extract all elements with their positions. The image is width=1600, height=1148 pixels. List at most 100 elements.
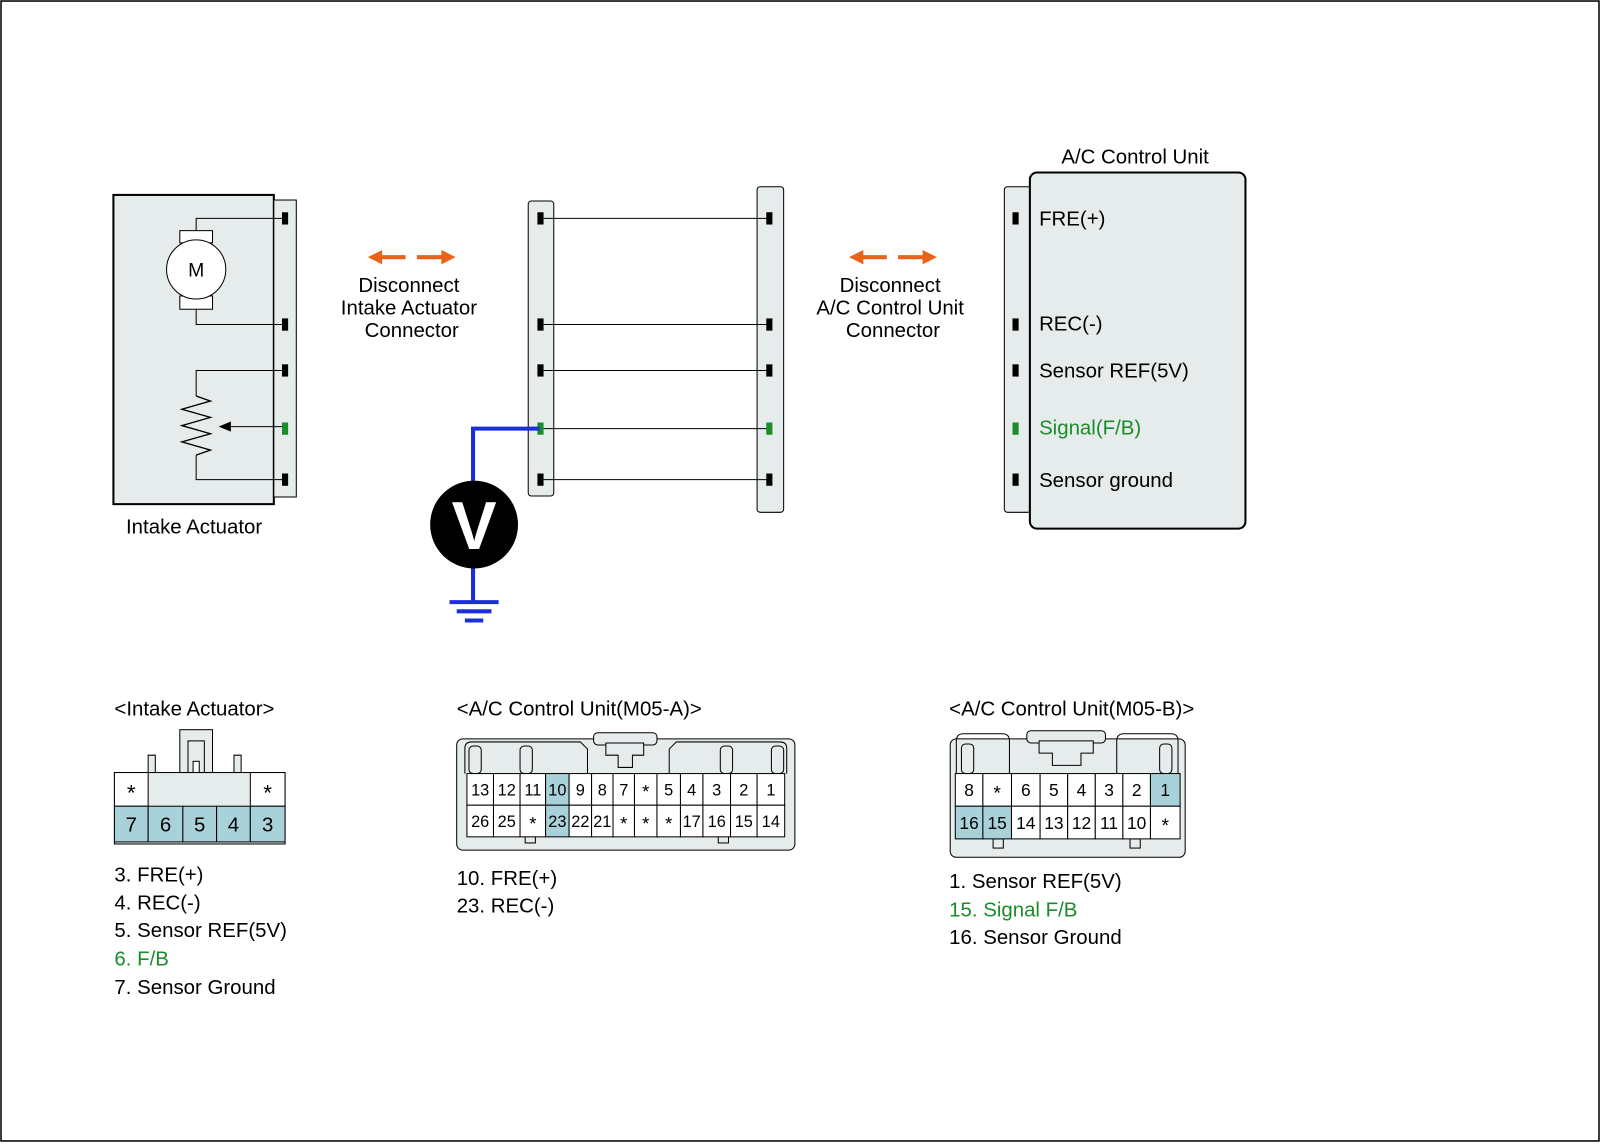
m05a-pin-label: 10 (548, 781, 566, 799)
pin-marker (1012, 318, 1019, 331)
m05b-pin-cell (982, 805, 1013, 840)
ac-control-unit-title: A/C Control Unit (1061, 146, 1209, 168)
connector-intake-title: <Intake Actuator> (114, 698, 274, 720)
intake-pin-label: 7 (126, 814, 137, 836)
wiring-harness (527, 186, 785, 513)
m05a-pin-cell (756, 773, 786, 806)
m05a-pin-label: 23 (548, 813, 566, 831)
connector-m05b-title: <A/C Control Unit(M05-B)> (949, 698, 1194, 720)
legend-m05a-1: 10. FRE(+) (457, 868, 557, 890)
m05b-pin-label: 15 (988, 813, 1007, 833)
pin-marker (281, 364, 289, 377)
m05a-pin-label: 11 (524, 781, 541, 799)
m05b-pin-cell (1149, 805, 1181, 840)
m05a-pin-label: 2 (739, 781, 748, 799)
disconnect-ac-line-1: Disconnect (840, 275, 941, 297)
intake-pin-cell (216, 805, 251, 843)
m05b-pin-cell (954, 805, 984, 840)
motor-label: M (188, 260, 204, 282)
legend-intake-2: 4. REC(-) (114, 892, 200, 914)
m05a-pin-label: 13 (471, 781, 489, 799)
signal-pin-marker (1012, 422, 1019, 435)
m05a-pin-label: 8 (598, 781, 607, 799)
legend-intake-4: 6. F/B (114, 948, 168, 970)
voltmeter-body (430, 480, 519, 569)
connector-intake-legend: 3. FRE(+) 4. REC(-) 5. Sensor REF(5V) 6.… (114, 865, 292, 999)
pin-marker (766, 364, 773, 377)
disconnect-intake-line-2: Intake Actuator (341, 297, 477, 319)
m05b-pin-cell (1010, 805, 1041, 840)
m05a-pin-cell (756, 804, 786, 838)
m05a-pin-label: 3 (712, 781, 721, 799)
legend-m05b-1: 1. Sensor REF(5V) (949, 871, 1121, 893)
m05b-pin-label: 2 (1132, 780, 1142, 800)
intake-actuator-label: Intake Actuator (126, 517, 262, 539)
legend-m05a-2: 23. REC(-) (457, 895, 555, 917)
pin-marker (766, 473, 773, 486)
ac-pin-sensor-ground: Sensor ground (1039, 470, 1173, 492)
ac-pin-signal: Signal(F/B) (1039, 418, 1141, 440)
pin-marker (281, 212, 289, 225)
intake-pin-label: 5 (194, 814, 205, 836)
m05b-pin-label: 4 (1077, 780, 1087, 800)
pin-marker (1012, 473, 1019, 486)
m05b-pin-label: 8 (964, 780, 974, 800)
m05b-pin-label: 5 (1049, 780, 1059, 800)
ac-pin-sensor-ref: Sensor REF(5V) (1039, 361, 1189, 383)
m05b-pin-label: 11 (1100, 813, 1118, 833)
intake-actuator: M Intake Actuator (112, 193, 297, 539)
pin-marker (281, 473, 289, 486)
connector-m05b-legend: 1. Sensor REF(5V) 15. Signal F/B 16. Sen… (949, 871, 1127, 949)
m05a-pin-label: 14 (762, 813, 780, 831)
m05a-pin-label: 15 (735, 813, 753, 831)
legend-m05b-2: 15. Signal F/B (949, 899, 1077, 921)
disconnect-intake-text: Disconnect Intake Actuator Connector (341, 275, 483, 342)
intake-pin-cell (249, 805, 286, 843)
m05b-pin-cell (1094, 805, 1124, 840)
ac-unit-body (1028, 171, 1247, 530)
intake-pin-cell (147, 805, 184, 843)
signal-pin-marker (537, 422, 544, 435)
m05a-pin-label: * (620, 813, 627, 834)
disconnect-ac-line-2: A/C Control Unit (816, 297, 964, 319)
signal-pin-marker (766, 422, 773, 435)
intake-pin-label: 3 (262, 814, 273, 836)
harness-left-connector (527, 200, 555, 497)
m05b-pin-label: 14 (1016, 813, 1036, 833)
potentiometer-symbol (179, 369, 282, 481)
intake-pin-cell (113, 805, 149, 843)
m05a-pin-label: 5 (664, 781, 673, 799)
ac-unit-connector (1003, 186, 1032, 513)
m05b-pin-label: * (1161, 815, 1169, 837)
disconnect-intake-line-3: Connector (365, 320, 459, 342)
m05a-pin-label: 12 (498, 781, 516, 799)
m05b-pin-label: 3 (1104, 780, 1114, 800)
m05a-pin-cell (492, 804, 521, 838)
m05b-pin-label: 1 (1160, 780, 1170, 800)
m05b-pin-cell (1039, 805, 1069, 840)
pin-marker (537, 473, 544, 486)
m05a-pin-cell (492, 773, 521, 806)
m05a-pin-label: * (665, 813, 672, 834)
motor-symbol: M (166, 217, 282, 326)
intake-pin-label: * (127, 780, 136, 805)
disconnect-ac-line-3: Connector (846, 320, 940, 342)
m05a-pin-label: 9 (576, 781, 585, 799)
m05a-pin-cell (519, 804, 547, 838)
intake-pin-label: * (263, 780, 272, 805)
pin-marker (281, 318, 289, 331)
disconnect-intake-line-1: Disconnect (358, 275, 459, 297)
pin-marker (766, 318, 773, 331)
probe-wire (471, 426, 540, 484)
harness-right-connector (756, 186, 785, 513)
m05a-pin-label: 17 (683, 813, 701, 831)
m05b-pin-label: 12 (1072, 813, 1091, 833)
